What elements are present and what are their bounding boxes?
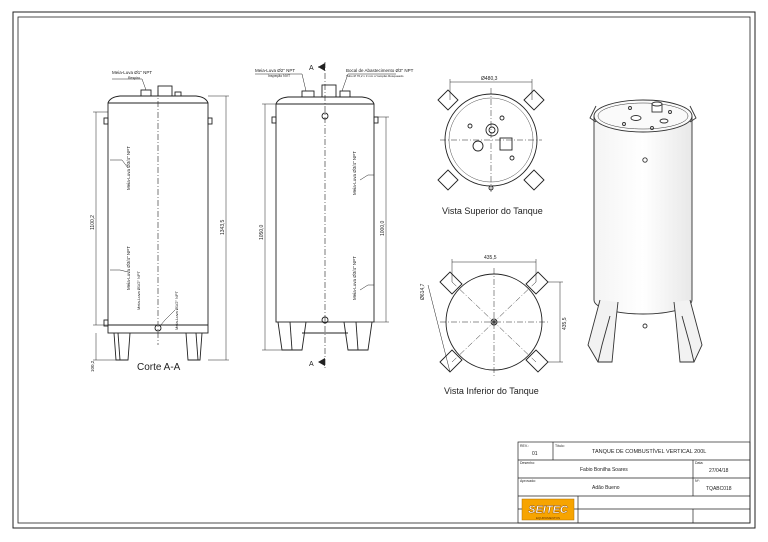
- outer-border: [12, 11, 756, 529]
- bottom-view-label: Vista Inferior do Tanque: [444, 386, 539, 396]
- label-fill-pipe: Bocal de Abastecimento Ø3" NPT: [346, 68, 414, 73]
- bottom-view: [427, 259, 563, 376]
- logo-sub: EQUIPAMENTOS: [536, 516, 560, 520]
- section-marker-a-bottom: A: [309, 361, 314, 368]
- dim-bottom-diag: Ø614,7: [420, 283, 426, 300]
- label-mid-side-lower: Meia-Luva Ø3/4" NPT: [352, 256, 357, 300]
- label-left-top-fitting-sub: Respiro: [128, 76, 140, 80]
- tb-date-value: 27/04/18: [709, 468, 729, 474]
- tb-drawn-label: Desenho:: [520, 461, 535, 465]
- company-logo: SEITEC EQUIPAMENTOS: [521, 498, 575, 521]
- inner-border: [17, 16, 751, 524]
- top-view-label: Vista Superior do Tanque: [442, 206, 543, 216]
- top-view: [437, 79, 545, 192]
- label-left-side-upper: Meia-Luva Ø3/4" NPT: [126, 146, 131, 190]
- label-left-drain: Meia-Luva Ø1/2" NPT: [174, 290, 179, 330]
- tb-number-label: Nº:: [695, 479, 700, 483]
- isometric-view: [587, 99, 703, 363]
- dim-left-total: 1343,5: [220, 219, 226, 235]
- dim-top-dia: Ø480,3: [481, 76, 498, 82]
- tb-number-value: TQABC018: [706, 486, 732, 492]
- label-left-top-fitting: Meia-Luva Ø1" NPT: [112, 70, 152, 75]
- front-view: [255, 62, 396, 368]
- tb-title-label: Título:: [555, 444, 565, 448]
- tb-drawn-value: Fabio Bonilha Soares: [580, 467, 628, 473]
- title-block: [517, 441, 751, 524]
- dim-mid-right: 1000,0: [380, 220, 386, 236]
- section-view-label: Corte A-A: [137, 362, 181, 373]
- dim-left-height: 1100,2: [90, 215, 96, 230]
- label-mid-side-upper: Meia-Luva Ø3/4" NPT: [352, 151, 357, 195]
- label-mid-top-fitting-sub: Inspeção NVT: [268, 74, 291, 78]
- tb-approved-label: Aprovado:: [520, 479, 536, 483]
- dim-left-leg: 100,2: [90, 360, 95, 372]
- label-fill-pipe-sub: Tubo Ø 76,2 x 3 mm c/ tampão Rosqueado: [346, 74, 404, 78]
- label-left-side-lower: Meia-Luva Ø3/4" NPT: [126, 246, 131, 290]
- tb-date-label: Data:: [695, 461, 703, 465]
- logo-text: SEITEC: [528, 504, 569, 516]
- dim-bottom-span: 435,5: [484, 255, 497, 261]
- dim-bottom-side: 435,5: [562, 317, 568, 330]
- section-view-a-a: [93, 78, 229, 361]
- tb-rev-value: 01: [532, 451, 538, 457]
- tb-rev-label: REV.:: [520, 444, 529, 448]
- tb-title-value: TANQUE DE COMBUSTÍVEL VERTICAL 200L: [592, 448, 706, 455]
- label-left-side-lower2: Meia-Luva Ø1/2" NPT: [136, 270, 141, 310]
- section-marker-top: [318, 63, 325, 366]
- label-mid-top-fitting: Meia-Luva Ø2" NPT: [255, 68, 295, 73]
- tb-approved-value: Adão Bueno: [592, 485, 620, 491]
- section-marker-a-top: A: [309, 65, 314, 72]
- dim-mid-height: 1050,0: [259, 224, 265, 240]
